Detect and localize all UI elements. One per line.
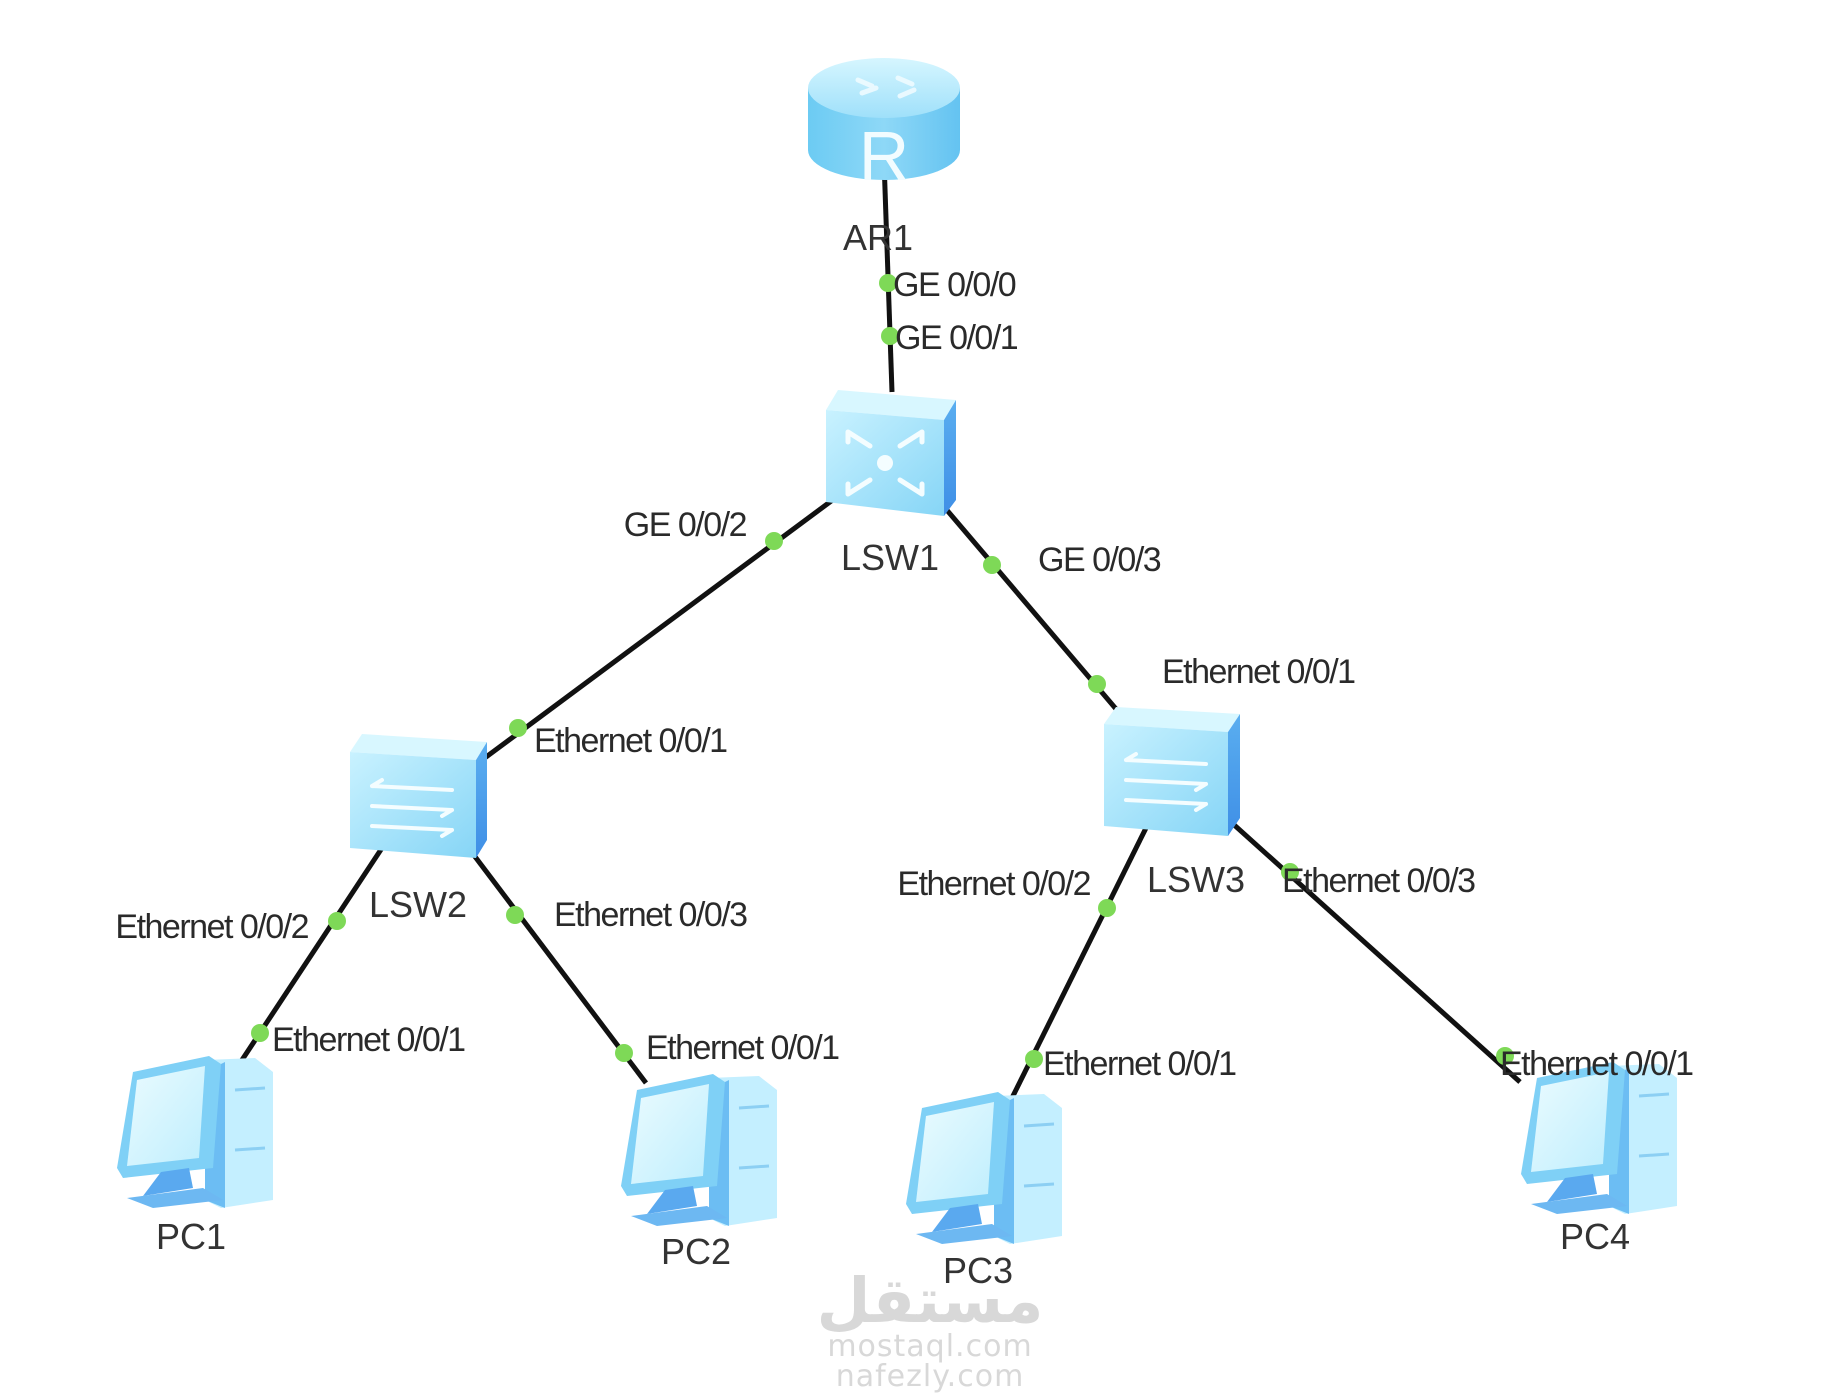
port-dot-lsw2-eth002[interactable] — [328, 912, 346, 930]
device-label-lsw1: LSW1 — [840, 537, 940, 578]
port-label-lsw2-eth003: Ethernet 0/0/3 — [554, 896, 748, 934]
port-dot-lsw2-eth003[interactable] — [506, 906, 524, 924]
port-dot-pc1-eth001[interactable] — [251, 1024, 269, 1042]
link-lsw2-pc2[interactable] — [468, 848, 648, 1085]
svg-text:R: R — [859, 117, 910, 195]
layer3-switch-icon — [826, 390, 956, 516]
port-label-lsw1-ge001: GE 0/0/1 — [895, 319, 1019, 357]
port-label-lsw2-eth001: Ethernet 0/0/1 — [534, 722, 728, 760]
pc-icon — [906, 1092, 1062, 1244]
port-label-lsw2-eth002: Ethernet 0/0/2 — [115, 908, 309, 946]
device-label-lsw3: LSW3 — [1146, 859, 1246, 900]
pc-pc2[interactable] — [621, 1074, 777, 1226]
device-label-pc1: PC1 — [155, 1216, 227, 1257]
pc-pc3[interactable] — [906, 1092, 1062, 1244]
watermark-line1: mostaql.com — [827, 1329, 1033, 1364]
port-label-lsw3-eth003: Ethernet 0/0/3 — [1282, 862, 1476, 900]
port-dot-ar1-ge000[interactable] — [879, 274, 897, 292]
port-dots-layer — [251, 274, 1514, 1068]
watermark-arabic: مستقل — [816, 1264, 1044, 1337]
port-label-lsw3-eth002: Ethernet 0/0/2 — [897, 865, 1091, 903]
port-label-pc4-eth001: Ethernet 0/0/1 — [1500, 1045, 1694, 1083]
port-dot-lsw3-eth002[interactable] — [1098, 899, 1116, 917]
port-dot-lsw3-eth003[interactable] — [1281, 863, 1299, 881]
port-dot-lsw2-eth001[interactable] — [509, 719, 527, 737]
port-dot-pc4-eth001[interactable] — [1496, 1047, 1514, 1065]
switch-lsw2[interactable] — [350, 734, 487, 858]
port-dot-lsw1-ge002[interactable] — [765, 532, 783, 550]
port-dot-lsw1-ge003[interactable] — [983, 556, 1001, 574]
port-label-pc2-eth001: Ethernet 0/0/1 — [646, 1029, 840, 1067]
port-label-lsw3-eth001: Ethernet 0/0/1 — [1162, 653, 1356, 691]
port-label-ar1-ge000: GE 0/0/0 — [893, 266, 1017, 304]
router-icon: R — [808, 58, 960, 195]
pc-icon — [117, 1056, 273, 1208]
pc-pc4[interactable] — [1521, 1062, 1677, 1214]
watermark-line2: nafezly.com — [835, 1359, 1025, 1394]
device-label-pc4: PC4 — [1559, 1216, 1631, 1257]
port-label-pc3-eth001: Ethernet 0/0/1 — [1043, 1045, 1237, 1083]
switch-lsw3[interactable] — [1104, 707, 1240, 836]
port-label-pc1-eth001: Ethernet 0/0/1 — [272, 1021, 466, 1059]
port-dot-pc3-eth001[interactable] — [1025, 1050, 1043, 1068]
device-label-lsw2: LSW2 — [368, 884, 468, 925]
port-dot-lsw1-ge001[interactable] — [881, 327, 899, 345]
switch-icon — [1104, 707, 1240, 836]
switch-lsw1[interactable] — [826, 390, 956, 516]
links-layer — [237, 159, 1522, 1104]
pc-pc1[interactable] — [117, 1056, 273, 1208]
device-label-pc2: PC2 — [660, 1231, 732, 1272]
port-label-lsw1-ge002: GE 0/0/2 — [623, 506, 748, 544]
port-dot-lsw3-eth001[interactable] — [1088, 675, 1106, 693]
port-dot-pc2-eth001[interactable] — [615, 1044, 633, 1062]
device-label-pc3: PC3 — [942, 1250, 1014, 1291]
pc-icon — [1521, 1062, 1677, 1214]
device-label-ar1: AR1 — [842, 217, 914, 258]
watermark: مستقل mostaql.com nafezly.com — [815, 1270, 1045, 1392]
port-label-lsw1-ge003: GE 0/0/3 — [1038, 541, 1162, 579]
router-ar1[interactable]: R — [808, 58, 960, 195]
link-lsw3-pc4[interactable] — [1230, 821, 1522, 1084]
pc-icon — [621, 1074, 777, 1226]
switch-icon — [350, 734, 487, 858]
